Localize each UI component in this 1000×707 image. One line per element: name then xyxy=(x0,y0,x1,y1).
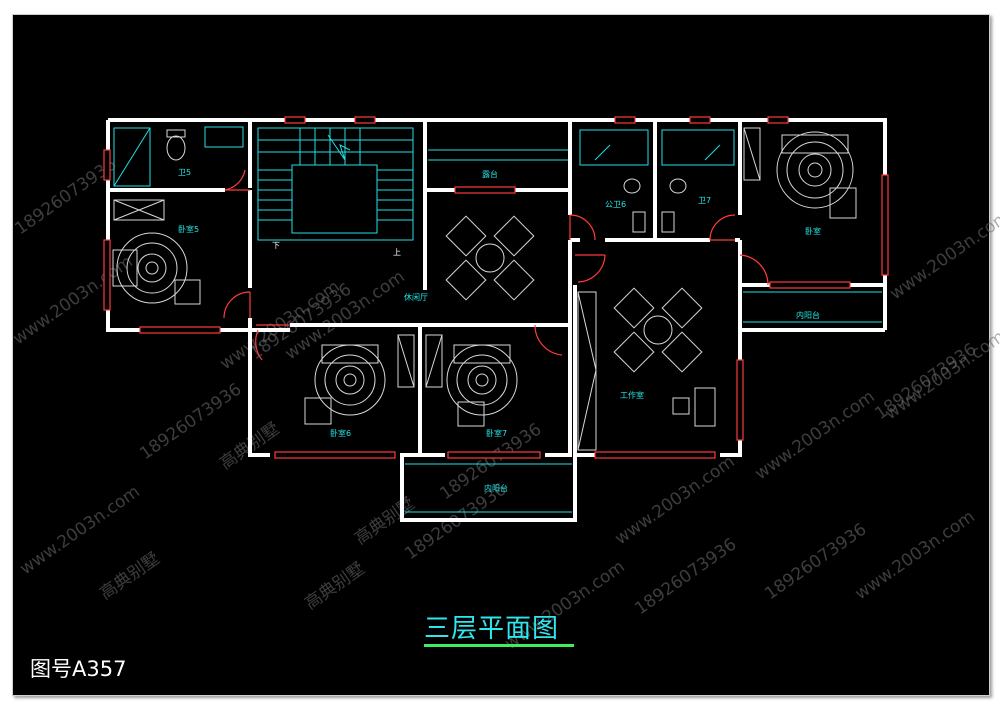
watermark-url: www.2003n.com xyxy=(881,327,1000,424)
label-bedroom6: 卧室6 xyxy=(330,428,351,438)
watermark-url: www.2003n.com xyxy=(886,207,1000,304)
watermark-brand: 高典别墅 xyxy=(96,549,163,604)
windows xyxy=(103,116,889,459)
watermark-brand: 高典别墅 xyxy=(301,559,368,614)
drawing-code: 图号A357 xyxy=(30,657,127,681)
label-lounge: 休闲厅 xyxy=(404,292,428,302)
drawing-frame xyxy=(12,14,990,696)
fixtures xyxy=(113,126,882,513)
label-bath7: 卫7 xyxy=(698,196,711,205)
watermark-url: www.2003n.com xyxy=(611,452,738,549)
label-balcony-bottom: 内阳台 xyxy=(484,483,508,493)
doors xyxy=(223,169,769,361)
label-bath5: 卫5 xyxy=(178,168,191,177)
lounge-table-set xyxy=(445,215,535,301)
title-underline xyxy=(424,644,574,647)
bed-bedroom5 xyxy=(112,232,201,305)
stair-treads xyxy=(258,128,413,221)
label-bedroom7: 卧室7 xyxy=(486,428,507,438)
watermark-url: www.2003n.com xyxy=(16,482,143,579)
bed-bedroom-right xyxy=(776,131,857,219)
label-stair-down: 下 xyxy=(272,241,280,250)
label-stair-up: 上 xyxy=(393,248,401,257)
label-bedroom5: 卧室5 xyxy=(178,224,199,234)
watermark-layer: 18926073936 www.2003n.com 高典别墅 189260739… xyxy=(9,154,1000,654)
room-labels: 卫5 卧室5 下 上 露台 休闲厅 公卫6 卫7 卧室 内阳台 卧室6 卧室7 … xyxy=(178,168,821,493)
label-studio: 工作室 xyxy=(620,390,644,400)
bed-bedroom6 xyxy=(304,344,386,425)
studio-table-set xyxy=(613,287,703,373)
drawing-title: 三层平面图 xyxy=(424,614,560,644)
label-bedroom-right: 卧室 xyxy=(805,226,821,236)
watermark-url: www.2003n.com xyxy=(851,507,978,604)
label-public-bath6: 公卫6 xyxy=(605,200,626,209)
furniture xyxy=(112,127,857,451)
watermark-phone: 18926073936 xyxy=(631,534,740,619)
label-terrace: 露台 xyxy=(482,169,498,179)
label-balcony-right: 内阳台 xyxy=(796,310,820,320)
watermark-url: www.2003n.com xyxy=(751,387,878,484)
bed-bedroom7 xyxy=(446,344,518,427)
